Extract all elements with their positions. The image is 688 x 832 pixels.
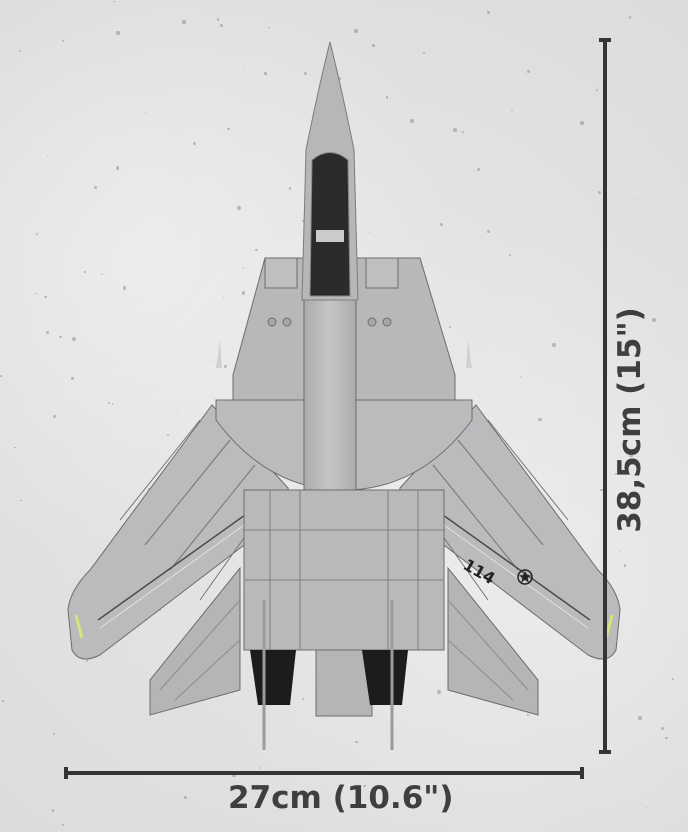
- height-dimension-line: [603, 40, 607, 752]
- star-roundel-icon: [517, 569, 533, 585]
- left-engine-nozzle: [250, 650, 296, 705]
- width-dimension-line: [66, 771, 582, 775]
- right-engine-nozzle: [362, 650, 408, 705]
- height-dimension-label: 38,5cm (15"): [612, 307, 648, 533]
- left-tailplane: [149, 566, 241, 716]
- rear-fuselage: [243, 489, 445, 651]
- width-dimension-label: 27cm (10.6"): [228, 780, 454, 816]
- central-fuselage: [303, 289, 357, 491]
- right-tailplane: [447, 566, 539, 716]
- cockpit-canopy: [309, 152, 351, 297]
- width-dimension-cap-right: [580, 767, 584, 779]
- tail-boom: [315, 649, 373, 717]
- height-dimension-cap-bottom: [599, 750, 611, 754]
- width-dimension-cap-left: [64, 767, 68, 779]
- height-dimension-cap-top: [599, 38, 611, 42]
